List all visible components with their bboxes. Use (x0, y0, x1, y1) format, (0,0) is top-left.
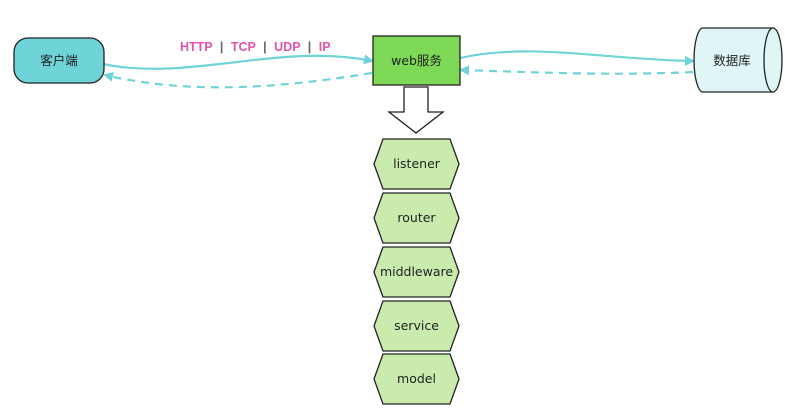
protocol-label: HTTP | TCP | UDP | IP (180, 40, 331, 54)
web-to-client-dashed-arrow (103, 71, 373, 89)
layer-label: listener (393, 156, 441, 171)
web-to-db-arrow (459, 50, 695, 66)
layer-label: service (394, 318, 439, 333)
protocol-udp: UDP (274, 40, 300, 54)
protocol-http: HTTP (180, 40, 212, 54)
web-service-node[interactable]: web服务 (372, 35, 461, 86)
client-label: 客户端 (40, 53, 78, 68)
protocol-tcp: TCP (231, 40, 256, 54)
client-to-web-arrow (102, 54, 374, 70)
protocol-ip: IP (319, 40, 331, 54)
database-label: 数据库 (713, 53, 751, 68)
protocol-separator: | (263, 40, 267, 54)
client-node[interactable]: 客户端 (13, 37, 105, 84)
layer-listener[interactable]: listener (373, 138, 460, 190)
layer-stack: listener router middleware service model (373, 138, 460, 405)
layer-model[interactable]: model (373, 353, 460, 405)
down-arrow-icon (387, 86, 445, 134)
protocol-separator: | (308, 40, 312, 54)
protocol-separator: | (220, 40, 224, 54)
layer-label: router (397, 210, 436, 225)
web-service-label: web服务 (391, 53, 442, 68)
layer-label: model (397, 371, 436, 386)
db-to-web-dashed-arrow (459, 65, 694, 76)
database-node[interactable]: 数据库 (693, 27, 783, 93)
layer-middleware[interactable]: middleware (373, 246, 460, 298)
layer-service[interactable]: service (373, 300, 460, 352)
layer-label: middleware (380, 264, 453, 279)
layer-router[interactable]: router (373, 192, 460, 244)
